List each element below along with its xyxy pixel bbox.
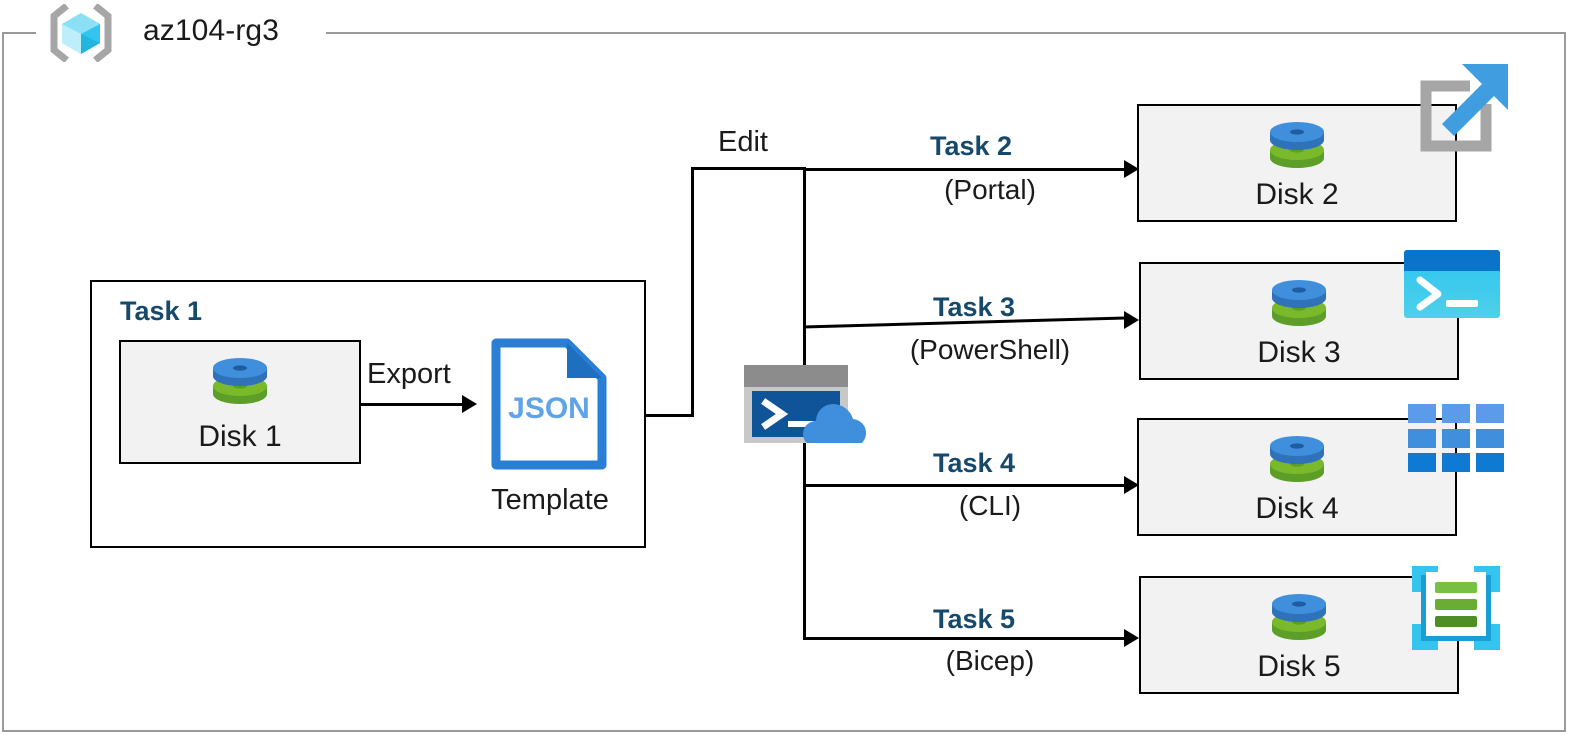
resource-group-cube-icon xyxy=(48,3,114,63)
task-5-arrow-line xyxy=(803,637,1128,640)
resource-group-name: az104-rg3 xyxy=(143,14,279,47)
disk-3-label: Disk 3 xyxy=(1257,336,1341,369)
disk-1-label: Disk 1 xyxy=(198,420,282,453)
disk-4-label: Disk 4 xyxy=(1255,492,1339,525)
task-2-arrow-head xyxy=(1124,160,1139,178)
disk-5-label: Disk 5 xyxy=(1257,650,1341,683)
task-3-arrow-line xyxy=(802,310,1133,334)
export-arrow-head xyxy=(462,395,477,413)
task-2-tool-label: (Portal) xyxy=(944,174,1036,205)
disk-4-box: Disk 4 xyxy=(1137,418,1457,536)
task-4-title: Task 4 xyxy=(933,448,1016,478)
disk-5-box: Disk 5 xyxy=(1139,576,1459,694)
task-4-arrow-head xyxy=(1124,476,1139,494)
task-5-tool-label: (Bicep) xyxy=(945,645,1035,676)
edit-connector-top xyxy=(691,167,806,170)
template-caption: Template xyxy=(491,484,609,516)
task-2-arrow-line xyxy=(803,168,1128,171)
task-5-arrow-head xyxy=(1124,629,1139,647)
bicep-file-icon xyxy=(1408,562,1504,654)
azure-portal-icon xyxy=(1408,58,1514,164)
export-arrow-line xyxy=(361,403,464,406)
managed-disk-icon xyxy=(207,358,273,416)
task-4-tool-label: (CLI) xyxy=(958,490,1022,521)
export-label: Export xyxy=(367,358,451,390)
task-3-tool-label: (PowerShell) xyxy=(909,334,1071,365)
disk-2-box: Disk 2 xyxy=(1137,104,1457,222)
disk-2-label: Disk 2 xyxy=(1255,178,1339,211)
task-5-title: Task 5 xyxy=(933,604,1016,634)
resource-group-boundary xyxy=(2,32,1566,732)
managed-disk-icon xyxy=(1266,594,1332,652)
task-2-title: Task 2 xyxy=(930,131,1013,161)
azure-cli-grid-icon xyxy=(1408,404,1504,472)
task-1-title: Task 1 xyxy=(120,296,203,326)
cloud-shell-icon xyxy=(744,365,867,448)
managed-disk-icon xyxy=(1264,122,1330,180)
task-3-arrow-head xyxy=(1124,311,1139,329)
task-3-title: Task 3 xyxy=(933,292,1016,322)
task-4-arrow-line xyxy=(803,484,1128,487)
managed-disk-icon xyxy=(1266,280,1332,338)
edit-connector-stub xyxy=(644,414,694,417)
powershell-icon xyxy=(1404,250,1500,318)
svg-text:JSON: JSON xyxy=(508,392,590,425)
edit-connector-riser xyxy=(691,167,694,417)
managed-disk-icon xyxy=(1264,436,1330,494)
disk-1-box: Disk 1 xyxy=(119,340,361,464)
json-file-icon: JSON xyxy=(489,336,609,472)
edit-label: Edit xyxy=(718,126,768,158)
